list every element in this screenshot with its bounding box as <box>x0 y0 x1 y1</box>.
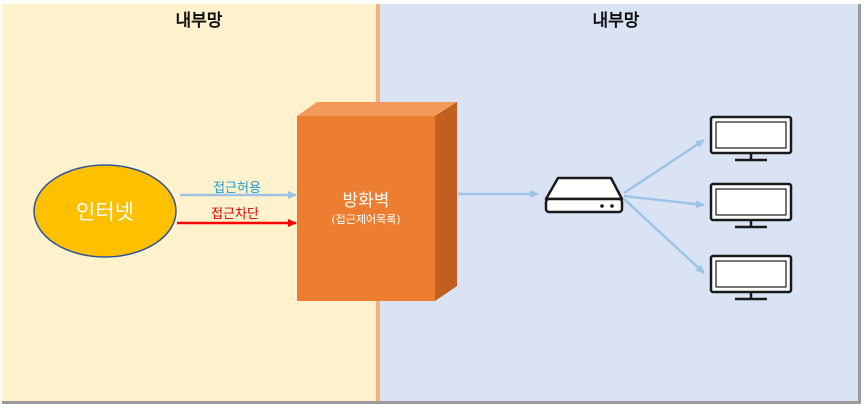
firewall-front-face <box>297 116 435 301</box>
monitor-icon <box>709 115 793 162</box>
left-zone-title: 내부망 <box>175 11 223 31</box>
firewall-title: 방화벽 <box>343 191 390 211</box>
firewall-subtitle: (접근제어목록) <box>331 213 400 226</box>
allow-label: 접근허용 <box>213 181 261 196</box>
monitor-icon <box>709 254 793 301</box>
internet-label: 인터넷 <box>76 200 134 224</box>
firewall-box <box>297 102 457 301</box>
block-label: 접근차단 <box>211 207 259 222</box>
right-zone-title: 내부망 <box>592 11 640 31</box>
internet-node <box>33 164 177 258</box>
monitor-icon <box>709 182 793 229</box>
switch-to-monitor-3-arrow <box>623 198 705 274</box>
frame-edge-bottom <box>2 401 861 404</box>
firewall-side-face <box>435 102 457 301</box>
switch-to-monitor-1-arrow <box>623 138 705 195</box>
network-switch-icon <box>544 176 624 214</box>
firewall-top-face <box>297 102 457 116</box>
frame-edge-right <box>858 4 861 402</box>
switch-to-monitor-2-arrow <box>623 194 705 209</box>
